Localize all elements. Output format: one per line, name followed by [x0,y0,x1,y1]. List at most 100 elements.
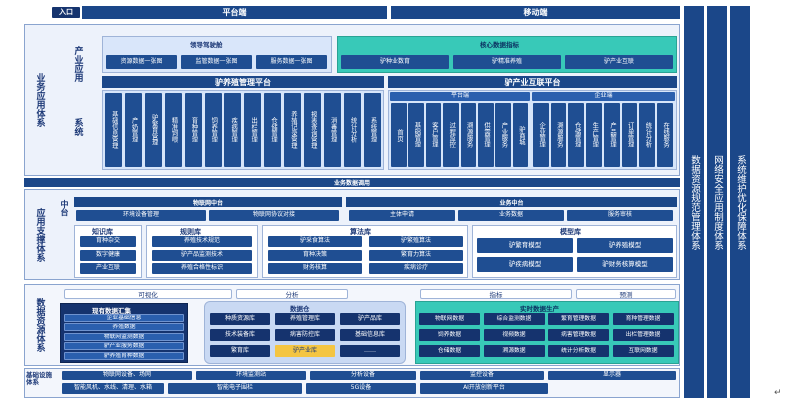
core-metric-item: 驴种业数育 [341,55,449,69]
breed-system-item: 仓储管理 [264,93,282,167]
biz-sublabel-2: 系统 [72,118,83,136]
realtime-item: 病害管理数据 [548,329,609,341]
side-rail: 数据资源规范管理体系 [684,6,704,398]
cockpit-item: 监管数据一张图 [181,55,252,69]
warehouse-item: 病害防控库 [275,329,335,341]
enterprise-side-title: 企业端 [532,92,675,101]
core-metric-item: 驴产业互联 [565,55,673,69]
business-data-bus: 业务数据调用 [24,178,680,187]
biz-sublabel-1: 产业应用 [72,46,83,82]
model-item: 驴财务核算模型 [577,257,673,272]
infra-item-bottom: 智能电子围栏 [168,383,302,394]
iot-center-title: 物联网中台 [74,197,342,207]
realtime-item: 溯源数据 [483,345,545,357]
platform-system-item: 驴商城 [512,103,529,167]
breed-system-item: 产奶管理 [124,93,142,167]
breed-platform-title: 驴养殖管理平台 [102,76,384,88]
enterprise-system-item: 订单管理 [621,103,638,167]
realtime-item: 出栏管理数据 [612,329,674,341]
warehouse-item: 种质资源库 [210,313,270,325]
algo-item: 驴采食算法 [268,236,362,247]
cockpit-item: 服务数据一张图 [256,55,327,69]
platform-system-item: 客户管理 [425,103,442,167]
core-metrics-title: 核心数据指标 [480,41,519,49]
existing-data-item: 养殖数据 [64,323,184,332]
warehouse-item: …… [340,345,400,357]
warehouse-item: 技术装备库 [210,329,270,341]
breed-system-item: 养殖记录管理 [284,93,302,167]
rules-item: 养殖合格性标识 [152,263,252,274]
existing-data-item: 驴产业服务数据 [64,342,184,351]
enterprise-system-item: 生产管理 [586,103,602,167]
realtime-title: 实时数据生产 [520,305,559,313]
data-op-item: 预测 [576,289,676,299]
breed-system-item: 系统管理 [363,93,381,167]
enterprise-system-item: 统计分析 [639,103,655,167]
enterprise-system-item: 企业管理 [533,103,549,167]
model-item: 驴繁育模型 [477,238,573,253]
side-rail: 系统维护优化保障体系 [730,6,750,398]
existing-data-item: 企业基础信息 [64,314,184,322]
platform-system-item: 溯源服务 [460,103,477,167]
realtime-item: 繁育管理数据 [548,313,609,325]
data-op-item: 指标 [420,289,572,299]
breed-system-item: 统计分析 [343,93,361,167]
biz-center-item: 主体申请 [349,210,455,221]
enterprise-system-item: 溯源服务 [550,103,567,167]
warehouse-item: 繁育库 [210,345,270,357]
platform-system-item: 产业服务 [495,103,511,167]
core-metric-item: 驴精准养殖 [453,55,561,69]
rules-item: 养殖技术规范 [152,236,252,247]
realtime-item: 育种管理数据 [612,313,674,325]
warehouse-title: 数据仓 [290,305,310,313]
data-op-item: 分析 [236,289,348,299]
breed-system-item: 育种管理 [184,93,202,167]
warehouse-item: 驴产业库 [275,345,335,357]
infra-item-top: 显示器 [548,371,676,380]
algo-item: 财务核算 [268,263,362,274]
platform-system-item: 供需管理 [478,103,494,167]
existing-title: 现有数据汇集 [92,307,131,315]
breed-system-item: 饲养管理 [204,93,222,167]
biz-center-item: 服务审核 [567,210,673,221]
platform-side-title: 平台端 [390,92,530,101]
infra-label-1: 基础设施体系 [26,371,52,387]
realtime-item: 饲养数据 [419,329,480,341]
realtime-item: 仓储数据 [419,345,480,357]
infra-item-bottom: 5G设备 [306,383,416,394]
breed-system-item: 疾病管理 [224,93,242,167]
enterprise-system-item: 在线服务 [656,103,673,167]
biz-center-title: 业务中台 [346,197,677,207]
breed-system-item: 驴繁育管理 [144,93,162,167]
knowledge-item: 数字健康 [80,249,136,261]
zhongtai-label: 中台 [60,200,69,216]
data-label: 数据资源体系 [34,298,45,352]
warehouse-item: 养殖管理库 [275,313,335,325]
knowledge-item: 产业互联 [80,263,136,274]
realtime-item: 物联网数据 [419,313,480,325]
rules-item: 驴产品监测技术 [152,249,252,261]
infra-item-top: 监控设备 [420,371,544,380]
algo-item: 育种决策 [268,249,362,261]
knowledge-title: 知识库 [92,228,113,236]
infra-item-top: 分析设备 [310,371,416,380]
breed-system-item: 报表查询管理 [304,93,321,167]
data-op-item: 可视化 [64,289,232,299]
algo-item: 繁育力算法 [369,249,463,261]
algo-title: 算法库 [350,228,371,236]
biz-label: 业务应用体系 [34,73,45,127]
algo-item: 疾病诊疗 [369,263,463,274]
entry-mobile: 移动端 [391,6,680,19]
algo-item: 驴繁殖算法 [369,236,463,247]
cockpit-item: 资源数据一张图 [106,55,177,69]
existing-data-item: 驴养殖育种数据 [64,351,184,360]
breed-system-item: 出栏管理 [244,93,262,167]
return-icon: ↵ [774,388,782,398]
infra-item-bottom: 智能风机、水线、清理、水箱 [62,383,164,394]
biz-center-item: 业务数据 [458,210,564,221]
iot-item: 物联网协议对接 [209,210,339,221]
enterprise-system-item: 仓储管理 [568,103,585,167]
support-label: 应用支撑体系 [34,208,45,262]
model-item: 驴养殖模型 [577,238,673,253]
side-rail: 网络安全应用制度体系 [707,6,727,398]
